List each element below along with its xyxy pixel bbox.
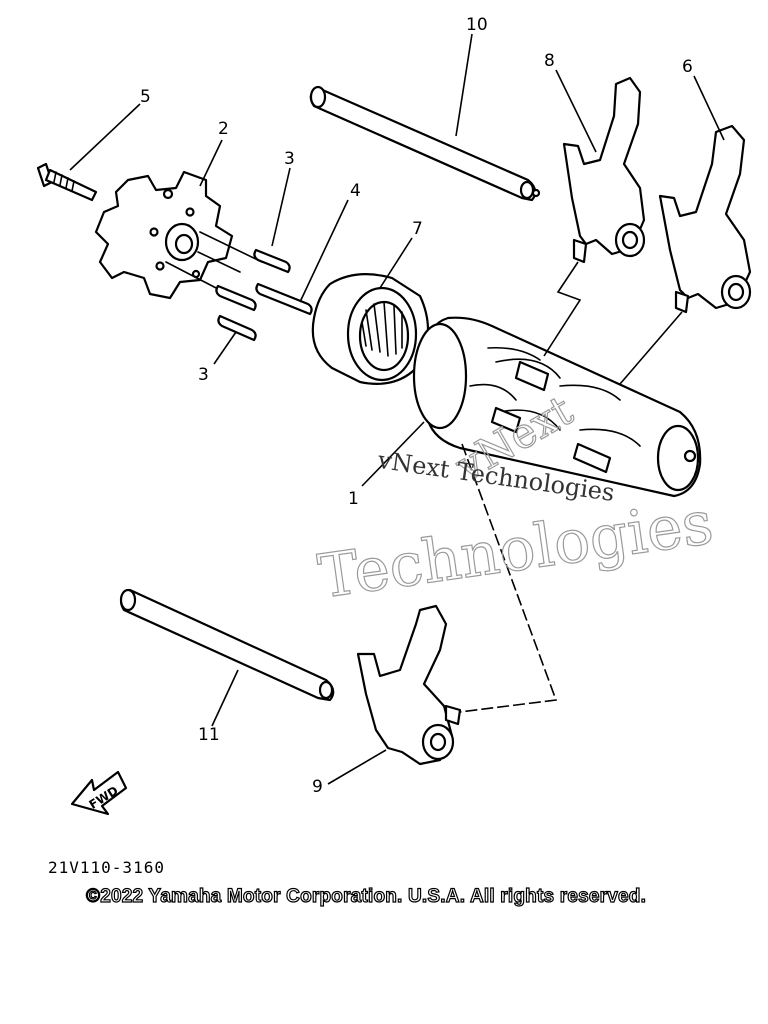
diagram-code: 21V110-3160 — [48, 858, 165, 877]
shift-drum-segment — [94, 170, 263, 300]
callout-6: 7 — [412, 219, 423, 239]
shift-fork-7 — [658, 124, 752, 314]
shift-fork-8 — [356, 604, 462, 766]
shift-cam-drum — [412, 316, 702, 498]
callout-11: 11 — [198, 725, 220, 745]
callout-leaders — [69, 33, 725, 785]
engagement-lines — [459, 261, 683, 713]
callout-9: 8 — [544, 51, 555, 71]
copyright-notice: ©2022 Yamaha Motor Corporation. U.S.A. A… — [85, 885, 647, 907]
guide-bar-lower — [119, 588, 335, 702]
guide-bar-upper — [309, 85, 541, 202]
callout-7: 6 — [682, 57, 693, 77]
callout-3-upper: 3 — [284, 149, 295, 169]
callout-10: 10 — [466, 15, 488, 35]
shift-fork-9 — [562, 76, 646, 264]
watermark-technologies-large: Technologies — [314, 488, 717, 613]
callout-3-lower: 3 — [198, 365, 209, 385]
callout-1: 1 — [348, 489, 359, 509]
fwd-arrow-icon: FWD — [70, 770, 128, 816]
callout-numbers: 10 8 6 5 2 3 4 7 3 1 11 9 — [140, 15, 693, 797]
segment-screw — [36, 162, 98, 202]
dowel-pins — [215, 248, 313, 342]
callout-8: 9 — [312, 777, 323, 797]
callout-5: 5 — [140, 87, 151, 107]
callout-2: 2 — [218, 119, 229, 139]
needle-bearing — [311, 273, 430, 385]
callout-4: 4 — [350, 181, 361, 201]
